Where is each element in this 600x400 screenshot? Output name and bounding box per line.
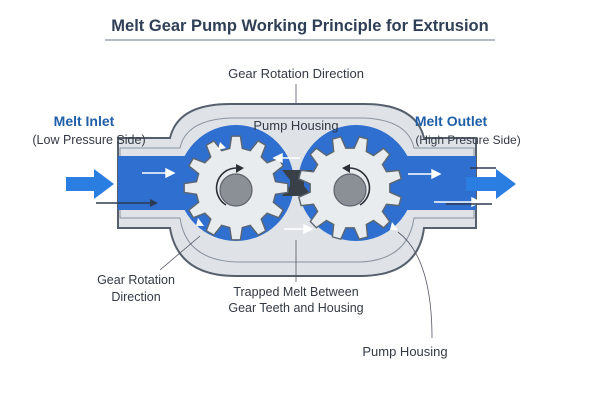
inlet-arrow-icon xyxy=(66,169,114,199)
label-trapped-line2: Gear Teeth and Housing xyxy=(228,301,363,315)
label-outlet-pressure: (High Presure Side) xyxy=(415,133,520,147)
left-rotation-arrowhead-icon xyxy=(236,164,244,173)
center-flow-arrows xyxy=(272,152,314,235)
right-rotation-arrow-icon xyxy=(349,167,371,206)
outlet-flow-arrows xyxy=(408,167,496,208)
inlet-flow-arrows xyxy=(96,167,176,207)
label-gear-rotation-line1: Gear Rotation xyxy=(97,273,175,287)
label-melt-outlet: Melt Outlet xyxy=(415,113,488,129)
left-rotation-arrow-icon xyxy=(215,167,237,206)
right-rotation-arrowhead-icon xyxy=(342,164,350,173)
left-gear-hub xyxy=(219,173,253,207)
label-pump-housing-inner: Pump Housing xyxy=(253,118,338,133)
label-trapped-line1: Trapped Melt Between xyxy=(233,285,358,299)
outlet-arrow-icon xyxy=(466,169,516,199)
leader-housing-bottom xyxy=(397,231,433,339)
label-gear-rotation-line2: Direction xyxy=(111,290,160,304)
right-gear-hub xyxy=(333,173,367,207)
label-gear-rotation-direction-top: Gear Rotation Direction xyxy=(228,66,364,81)
cavity-markers xyxy=(196,142,398,230)
leader-gear-rotation xyxy=(159,235,201,271)
label-inlet-pressure: (Low Pressure Side) xyxy=(32,133,145,147)
label-melt-inlet: Melt Inlet xyxy=(54,113,115,129)
diagram-title: Melt Gear Pump Working Principle for Ext… xyxy=(111,17,488,35)
label-pump-housing-bottom: Pump Housing xyxy=(362,344,447,359)
